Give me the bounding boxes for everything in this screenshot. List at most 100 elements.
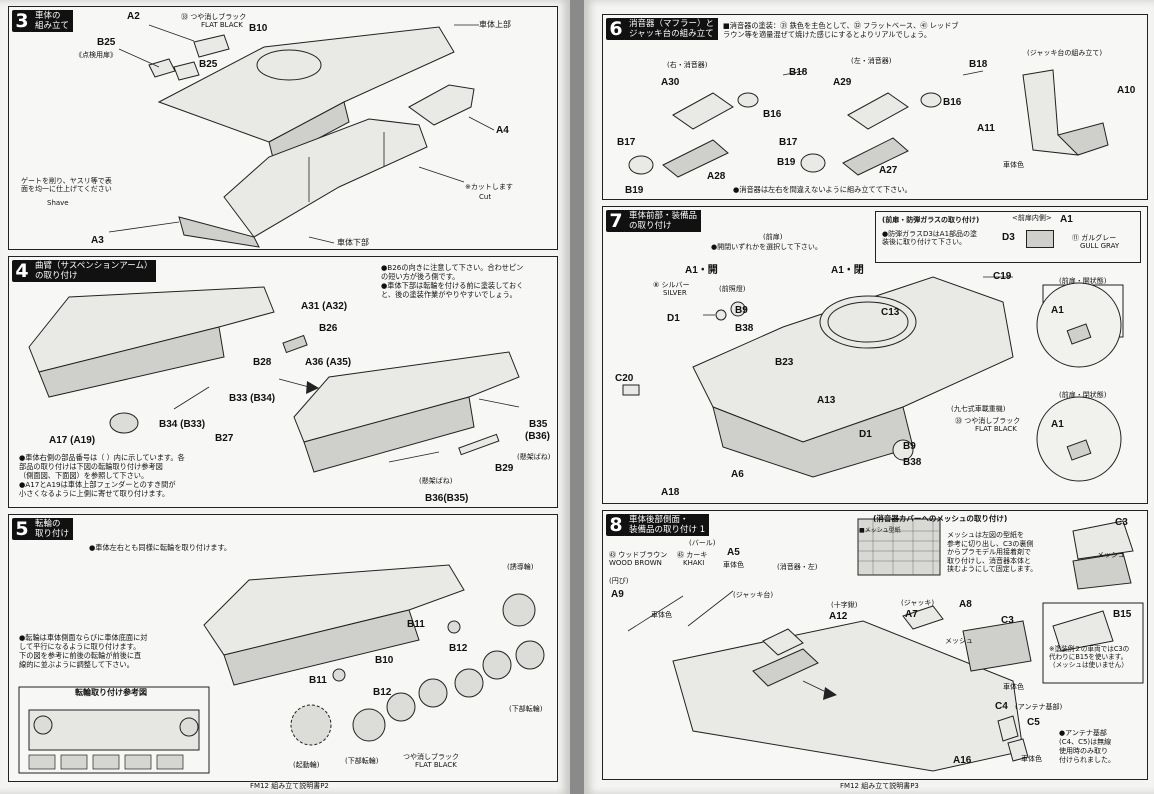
- left-footer: FM12 組み立て説明書P2: [250, 782, 329, 790]
- label-a5: A5: [727, 547, 740, 558]
- label-b23: B23: [775, 357, 794, 368]
- step4-hull-drawing: [28, 286, 520, 473]
- label-body4: 車体色: [1021, 755, 1042, 763]
- label-b25b: B25: [199, 59, 218, 70]
- label-a13: A13: [817, 395, 836, 406]
- step4-number: 4: [12, 260, 32, 282]
- label-body2: 車体色: [723, 561, 744, 569]
- label-khaki-en: KHAKI: [683, 559, 705, 567]
- label-d3: D3: [1002, 232, 1015, 243]
- label-a18: A18: [661, 487, 680, 498]
- label-susp-spring2: (懸架ばね): [419, 477, 453, 485]
- step6-header: 6 消音器（マフラー）と ジャッキ台の組み立て: [606, 18, 719, 40]
- step5-header: 5 転輪の 取り付け: [12, 518, 74, 540]
- label-b28: B28: [253, 357, 272, 368]
- label-front-hatch: (前扉): [763, 233, 783, 241]
- label-muffler-left: (消音器・左): [777, 563, 818, 571]
- label-b9: B9: [735, 305, 748, 316]
- step5-title: 転輪の 取り付け: [31, 518, 74, 540]
- step5-paint-en: FLAT BLACK: [415, 761, 457, 769]
- step5-top-note: ●車体左右とも同様に転輪を取り付けます。: [89, 543, 232, 552]
- step6-paint-note: ■消音器の塗装：㉛ 鉄色を主色として、㉜ フラットベース、㊶ レッドブ ラウン等…: [723, 21, 959, 39]
- label-jack: (ジャッキ): [901, 599, 935, 607]
- label-a8: A8: [959, 599, 972, 610]
- label-b36p: (B36): [525, 431, 551, 442]
- label-a1-closed: A1・閉: [831, 265, 864, 276]
- label-a16: A16: [953, 755, 972, 766]
- label-antenna: (アンテナ基部): [1015, 703, 1063, 711]
- label-c5: C5: [1027, 717, 1040, 728]
- paint-example-note: ※塗装例２の車両ではC3の 代わりにB15を使います。 （メッシュは使いません）: [1049, 645, 1130, 669]
- glass-box-title: (前扉・防弾ガラスの取り付け): [882, 216, 980, 224]
- label-susp-spring: (懸架ばね): [517, 453, 551, 461]
- step5-panel: 5 転輪の 取り付け ●車体左右とも同様に転輪を取り付けます。: [8, 514, 558, 782]
- label-gull-en: GULL GRAY: [1080, 242, 1120, 250]
- label-b19b: B19: [777, 157, 796, 168]
- label-a31: A31 (A32): [301, 301, 348, 312]
- label-a11: A11: [977, 123, 995, 134]
- label-bar: (バール): [689, 539, 716, 547]
- step5-mid-note: ●転輪は車体側面ならびに車体底面に対 して平行になるように取り付けます。 下の図…: [19, 633, 148, 669]
- label-mg-paint-en: FLAT BLACK: [975, 425, 1017, 433]
- label-b34: B34 (B33): [159, 419, 206, 430]
- glass-note: ●防弾ガラスD3はA1部品の塗 装後に取り付けて下さい。: [882, 230, 978, 246]
- reference-title: 転輪取り付け参考図: [75, 688, 147, 697]
- label-b33: B33 (B34): [229, 393, 276, 404]
- label-jack-assembly: (ジャッキ台の組み立て): [1027, 49, 1103, 57]
- label-mesh2: メッシュ: [1097, 551, 1125, 559]
- label-b10: B10: [375, 655, 394, 666]
- label-a36: A36 (A35): [305, 357, 352, 368]
- label-shave-note: ゲートを削り、ヤスリ等で表 面を均一に仕上げてください: [21, 177, 112, 193]
- step6-title: 消音器（マフラー）と ジャッキ台の組み立て: [625, 18, 719, 40]
- label-body3: 車体色: [1003, 683, 1024, 691]
- label-sprocket: (起動輪): [293, 761, 320, 769]
- step5-number: 5: [12, 518, 32, 540]
- label-a1: A1: [1060, 214, 1073, 225]
- label-machine-gun: (九七式車載重機): [951, 405, 1006, 413]
- step8-drawing: [627, 518, 1144, 772]
- label-a28: A28: [707, 171, 726, 182]
- label-a27: A27: [879, 165, 898, 176]
- label-idler: (誘導輪): [507, 563, 534, 571]
- label-b25-note: 《点検用扉》: [75, 51, 117, 59]
- mesh-pattern-label: ■メッシュ型紙: [859, 527, 901, 534]
- label-upper-hull: 車体上部: [479, 20, 511, 29]
- label-b36: B36(B35): [425, 493, 469, 504]
- step4-header: 4 曲臂（サスペンションアーム） の取り付け: [12, 260, 157, 282]
- label-right-muffler: (右・消音器): [667, 61, 708, 69]
- label-b29: B29: [495, 463, 514, 474]
- step4-top-note: ●B26の向きに注意して下さい。合わせピン の短い方が後ろ側です。 ●車体下部は…: [381, 263, 524, 299]
- label-lower-road: (下部転輪): [509, 705, 543, 713]
- label-mg-paint: ㉝ つや消しブラック: [955, 417, 1021, 425]
- step6-panel: 6 消音器（マフラー）と ジャッキ台の組み立て ■消音器の塗装：㉛ 鉄色を主色と…: [602, 14, 1148, 200]
- label-b35: B35: [529, 419, 548, 430]
- label-b17a: B17: [617, 137, 636, 148]
- label-a1d: A1: [1051, 419, 1064, 430]
- label-c19: C19: [993, 271, 1012, 282]
- label-b16b: B16: [943, 97, 962, 108]
- label-body-color: 車体色: [1003, 161, 1024, 169]
- label-b9b: B9: [903, 441, 916, 452]
- step3-paint-code: ㉝ つや消しブラック: [181, 13, 247, 21]
- label-hatch-state2: (前扉・閉状態): [1059, 391, 1107, 399]
- label-inner: <前扉内側>: [1012, 214, 1052, 222]
- left-page: 3 車体の 組み立て A2 ㉝ つや消しブラック FLAT BLACK B: [0, 0, 570, 794]
- antenna-note: ●アンテナ基部 (C4、C5)は無線 使用時のみ取り 付けられました。: [1059, 729, 1115, 764]
- label-pick: (円ぴ): [609, 577, 629, 585]
- label-b19a: B19: [625, 185, 644, 196]
- label-body1: 車体色: [651, 611, 672, 619]
- label-b38b: B38: [903, 457, 922, 468]
- label-choose-note: ●開閉いずれかを選択して下さい。: [711, 243, 822, 251]
- label-shave: Shave: [47, 199, 69, 207]
- label-b27: B27: [215, 433, 234, 444]
- step7-number: 7: [606, 210, 626, 232]
- label-d1: D1: [667, 313, 680, 324]
- step4-bottom-note: ●車体右側の部品番号は（ ）内に示しています。各 部品の取り付けは下図の転輪取り…: [19, 453, 185, 498]
- label-d1b: D1: [859, 429, 872, 440]
- label-b38: B38: [735, 323, 754, 334]
- step3-number: 3: [12, 10, 32, 32]
- label-b18b: B18: [969, 59, 988, 70]
- right-page: 6 消音器（マフラー）と ジャッキ台の組み立て ■消音器の塗装：㉛ 鉄色を主色と…: [584, 0, 1154, 794]
- step3-panel: 3 車体の 組み立て A2 ㉝ つや消しブラック FLAT BLACK B: [8, 6, 558, 250]
- step8-panel: 8 車体後部側面・ 装備品の取り付け 1: [602, 510, 1148, 780]
